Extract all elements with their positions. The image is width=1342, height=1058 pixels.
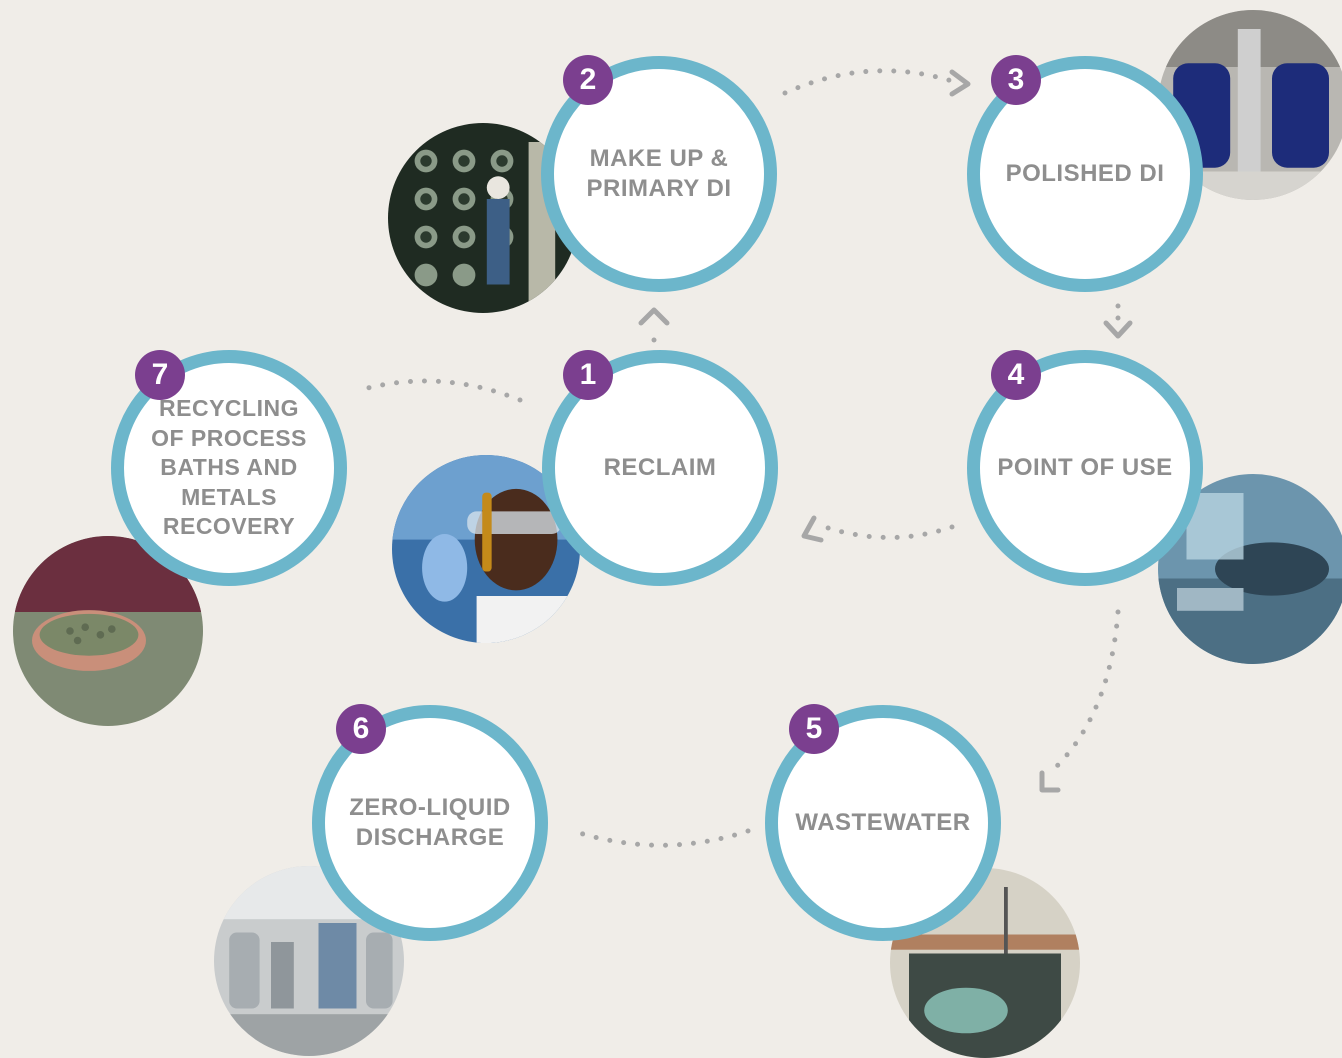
arrow-2-to-3-head — [952, 72, 968, 94]
step-2-label: MAKE UP & PRIMARY DI — [572, 144, 745, 204]
arrow-3-to-4-head — [1106, 323, 1130, 336]
arrow-1-to-2-head — [641, 310, 667, 323]
step-2-badge: 2 — [563, 55, 613, 105]
arrow-4-to-1-head — [804, 518, 821, 540]
step-7-badge: 7 — [135, 350, 185, 400]
arrow-4-to-5-head — [1042, 773, 1058, 790]
arrow-1-to-7 — [360, 381, 520, 400]
step-1-label: RECLAIM — [590, 453, 731, 483]
step-6-badge: 6 — [336, 704, 386, 754]
step-5-label: WASTEWATER — [781, 808, 984, 838]
step-7-label: RECYCLING OF PROCESS BATHS AND METALS RE… — [137, 394, 321, 542]
arrow-2-to-3 — [785, 71, 955, 93]
step-3-badge: 3 — [991, 55, 1041, 105]
arrow-4-to-5 — [1053, 612, 1118, 770]
step-1-badge: 1 — [563, 350, 613, 400]
step-6-label: ZERO-LIQUID DISCHARGE — [335, 793, 525, 853]
step-4-badge: 4 — [991, 350, 1041, 400]
step-5-badge: 5 — [789, 704, 839, 754]
arrow-5-to-6 — [570, 830, 748, 845]
arrow-4-to-1 — [825, 527, 952, 538]
step-4-label: POINT OF USE — [983, 453, 1186, 483]
step-3-label: POLISHED DI — [992, 159, 1179, 189]
